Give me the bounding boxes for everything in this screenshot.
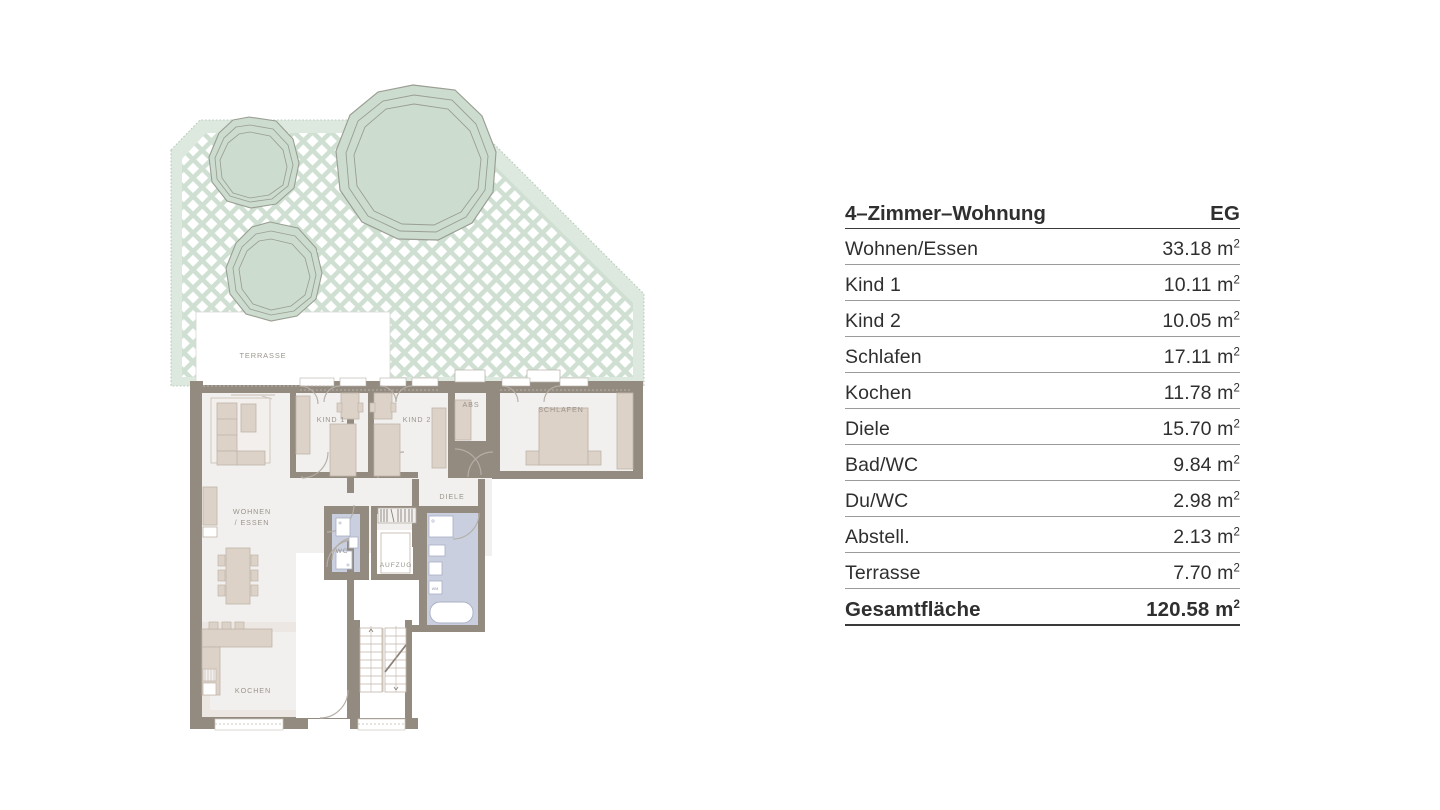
- area-row-unit-exponent: 2: [1233, 274, 1240, 287]
- area-row: Terrasse 7.70 m2: [845, 562, 1240, 589]
- apartment-type-title: 4–Zimmer–Wohnung: [845, 202, 1046, 225]
- bottom-openings: [214, 718, 406, 731]
- area-row-label: Kind 1: [845, 274, 901, 296]
- area-row-value: 17.11 m2: [1164, 346, 1240, 369]
- area-row-value: 15.70 m2: [1162, 418, 1240, 441]
- area-row-unit: m: [1217, 382, 1234, 404]
- area-row-label: Abstell.: [845, 526, 910, 548]
- room-label-wohnen: WOHNEN: [233, 507, 271, 516]
- tree-large: [335, 84, 497, 241]
- area-row-value: 2.13 m2: [1173, 526, 1240, 549]
- room-labels: WOHNEN / ESSEN KOCHEN KIND 1 KIND 2 ABS …: [233, 400, 584, 695]
- area-row-unit-exponent: 2: [1233, 346, 1240, 359]
- area-row: Wohnen/Essen 33.18 m2: [845, 238, 1240, 265]
- room-label-kind1: KIND 1: [317, 415, 346, 424]
- area-row-unit: m: [1217, 310, 1234, 332]
- room-label-diele: DIELE: [439, 492, 464, 501]
- room-label-abs: ABS: [462, 400, 479, 409]
- room-label-schlafen: SCHLAFEN: [538, 405, 584, 414]
- room-label-kind2: KIND 2: [403, 415, 432, 424]
- area-table-header: 4–Zimmer–Wohnung EG: [845, 202, 1240, 229]
- area-row-unit: m: [1217, 454, 1234, 476]
- area-total-row: Gesamtfläche 120.58 m2: [845, 598, 1240, 626]
- tree-small-bottom: [225, 221, 323, 322]
- area-row-unit: m: [1217, 346, 1234, 368]
- area-row-label: Diele: [845, 418, 890, 440]
- total-unit-exponent: 2: [1233, 599, 1240, 612]
- area-row-value: 10.11 m2: [1164, 274, 1240, 297]
- area-row-label: Kind 2: [845, 310, 901, 332]
- area-row-number: 7.70: [1173, 562, 1212, 584]
- area-row-number: 17.11: [1163, 346, 1212, 368]
- total-unit: m: [1215, 598, 1234, 621]
- total-number: 120.58: [1146, 598, 1210, 621]
- area-row-value: 9.84 m2: [1173, 454, 1240, 477]
- total-value: 120.58 m2: [1146, 598, 1240, 622]
- area-row: Abstell. 2.13 m2: [845, 526, 1240, 553]
- area-row-label: Du/WC: [845, 490, 909, 512]
- area-row: Diele 15.70 m2: [845, 418, 1240, 445]
- area-row-unit: m: [1217, 418, 1234, 440]
- area-row-number: 15.70: [1162, 418, 1212, 440]
- area-row-label: Schlafen: [845, 346, 922, 368]
- building: WM: [190, 369, 643, 731]
- area-row: Schlafen 17.11 m2: [845, 346, 1240, 373]
- area-row-unit-exponent: 2: [1233, 418, 1240, 431]
- area-row-number: 11.78: [1163, 382, 1212, 404]
- area-row-value: 7.70 m2: [1173, 562, 1240, 585]
- area-row-unit-exponent: 2: [1233, 238, 1240, 251]
- floor-badge: EG: [1210, 202, 1240, 225]
- area-row-unit: m: [1217, 562, 1234, 584]
- area-row-number: 2.98: [1173, 490, 1212, 512]
- area-row-value: 33.18 m2: [1162, 238, 1240, 261]
- room-label-terrasse: TERRASSE: [239, 351, 286, 360]
- room-label-kochen: KOCHEN: [235, 686, 271, 695]
- area-row-label: Bad/WC: [845, 454, 919, 476]
- room-label-essen: / ESSEN: [235, 518, 270, 527]
- svg-text:WM: WM: [432, 587, 438, 591]
- area-row-unit-exponent: 2: [1233, 490, 1240, 503]
- area-row-unit-exponent: 2: [1233, 310, 1240, 323]
- area-row-number: 33.18: [1162, 238, 1212, 260]
- furniture: WM: [201, 392, 634, 696]
- area-row-unit-exponent: 2: [1233, 562, 1240, 575]
- area-row: Kind 1 10.11 m2: [845, 274, 1240, 301]
- windows: [203, 369, 632, 391]
- area-row-unit-exponent: 2: [1233, 526, 1240, 539]
- area-row-unit: m: [1217, 490, 1234, 512]
- area-row-number: 10.05: [1162, 310, 1212, 332]
- area-row-value: 2.98 m2: [1173, 490, 1240, 513]
- staircase: [359, 626, 407, 693]
- room-label-aufzug: AUFZUG: [380, 562, 413, 569]
- area-row-unit-exponent: 2: [1233, 454, 1240, 467]
- area-row-unit-exponent: 2: [1233, 382, 1240, 395]
- area-row: Bad/WC 9.84 m2: [845, 454, 1240, 481]
- area-row-unit: m: [1217, 526, 1234, 548]
- total-label: Gesamtfläche: [845, 598, 981, 621]
- tree-small-top: [208, 116, 300, 209]
- area-row: Kochen 11.78 m2: [845, 382, 1240, 409]
- terrace-slab: [195, 311, 391, 387]
- area-row-label: Terrasse: [845, 562, 921, 584]
- area-row: Kind 2 10.05 m2: [845, 310, 1240, 337]
- area-row-unit: m: [1217, 238, 1234, 260]
- floor-plan-drawing: TERRASSE: [0, 0, 700, 810]
- area-row-number: 2.13: [1173, 526, 1212, 548]
- area-row-value: 10.05 m2: [1162, 310, 1240, 333]
- area-row-number: 10.11: [1163, 274, 1212, 296]
- area-row-label: Wohnen/Essen: [845, 238, 979, 260]
- area-row-label: Kochen: [845, 382, 912, 404]
- room-label-wc: WC: [336, 548, 349, 555]
- area-row-unit: m: [1217, 274, 1234, 296]
- tree-group: [208, 84, 497, 322]
- area-row-number: 9.84: [1173, 454, 1212, 476]
- area-row: Du/WC 2.98 m2: [845, 490, 1240, 517]
- area-row-value: 11.78 m2: [1164, 382, 1240, 405]
